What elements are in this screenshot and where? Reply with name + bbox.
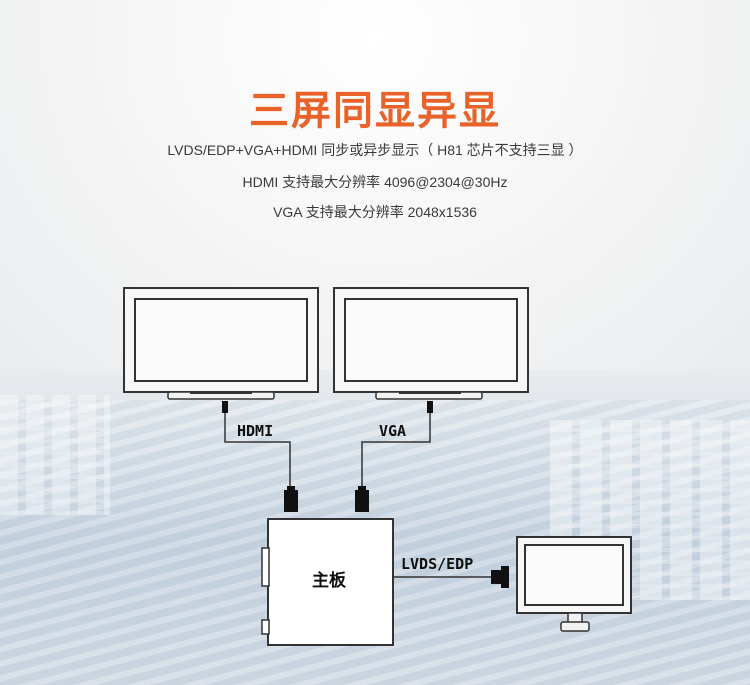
vga-label: VGA [379, 422, 406, 440]
board-label: 主板 [312, 570, 347, 591]
hdmi-cable [222, 401, 298, 512]
lvds-cable [393, 566, 509, 588]
background-blocks-left [0, 395, 110, 515]
motherboard [261, 518, 394, 646]
vga-cable [355, 401, 433, 512]
hdmi-monitor [123, 287, 319, 400]
description-line-3: VGA 支持最大分辨率 2048x1536 [273, 204, 477, 220]
lvds-label: LVDS/EDP [401, 555, 473, 573]
vga-monitor [333, 287, 529, 400]
hdmi-label: HDMI [237, 422, 273, 440]
page-title: 三屏同显异显 [249, 88, 501, 134]
description-line-2: HDMI 支持最大分辨率 4096@2304@30Hz [242, 174, 508, 190]
lvds-monitor [516, 536, 632, 632]
description-line-1: LVDS/EDP+VGA+HDMI 同步或异步显示（ H81 芯片不支持三显 ） [167, 142, 583, 158]
